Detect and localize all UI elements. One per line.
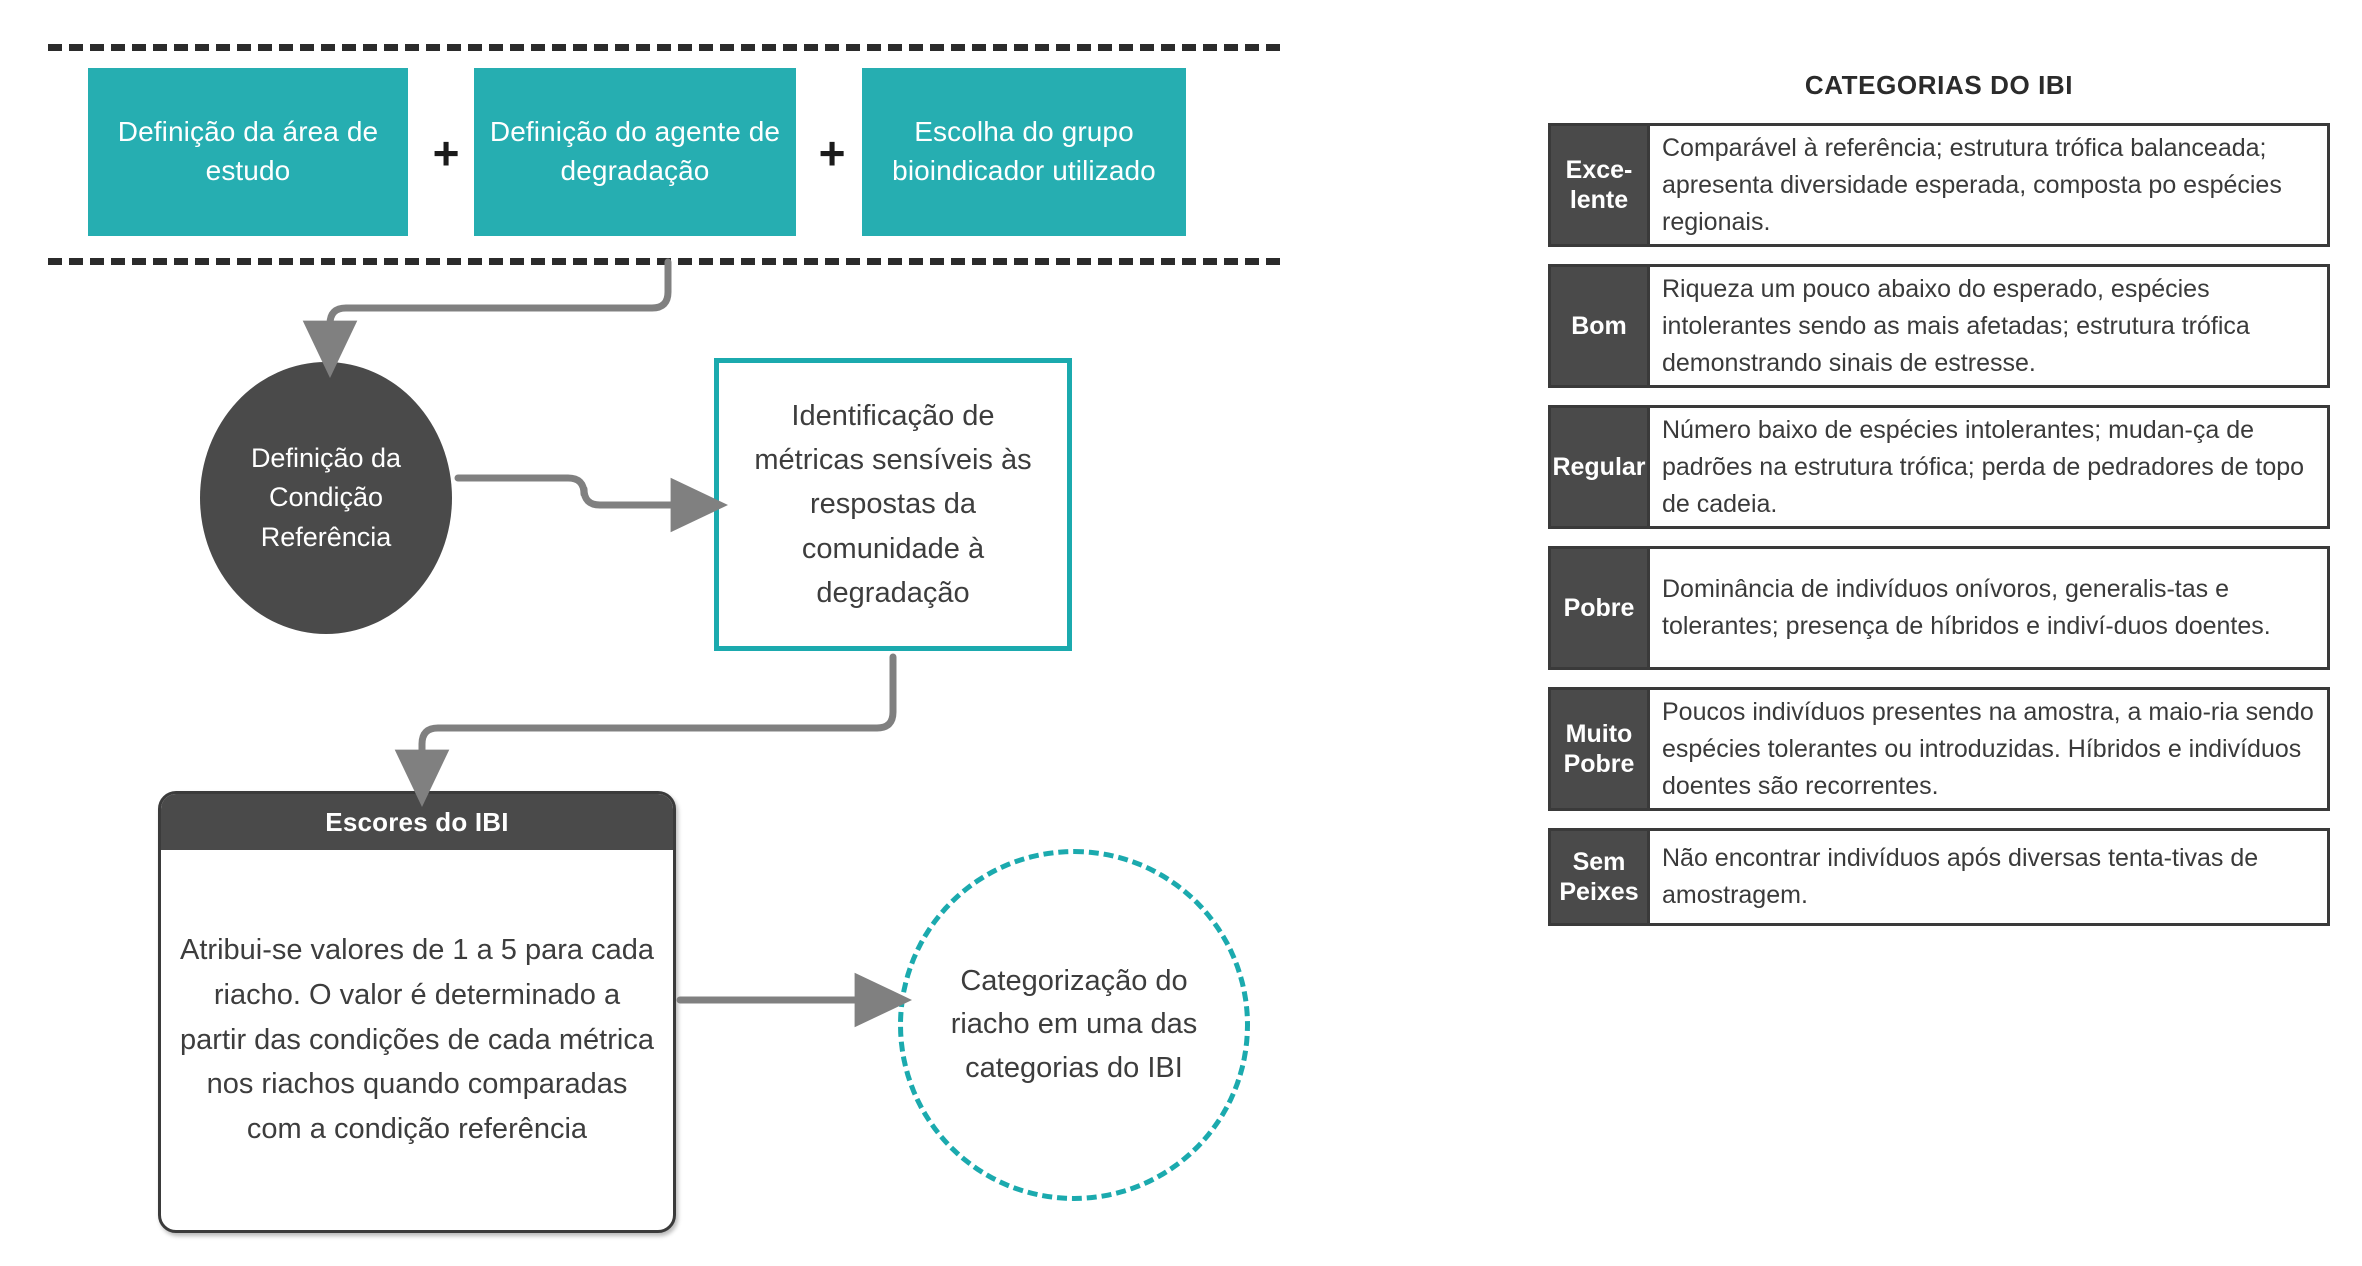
table-row: Regular Número baixo de espécies intoler… [1548, 405, 2330, 529]
card-ibi-scores-body: Atribui-se valores de 1 a 5 para cada ri… [180, 933, 654, 1146]
node-stream-categorization: Categorização do riacho em uma das categ… [898, 849, 1250, 1201]
ibi-categories-panel: CATEGORIAS DO IBI Exce-lente Comparável … [1548, 70, 2330, 943]
card-ibi-scores-title: Escores do IBI [161, 794, 673, 850]
node-reference-condition: Definição da Condição Referência [200, 362, 452, 634]
node-metrics-identification: Identificação de métricas sensíveis às r… [714, 358, 1072, 651]
table-row: Pobre Dominância de indivíduos onívoros,… [1548, 546, 2330, 670]
category-label: Bom [1551, 267, 1647, 385]
input-box-study-area: Definição da área de estudo [88, 68, 408, 236]
category-label: Exce-lente [1551, 126, 1647, 244]
category-description: Não encontrar indivíduos após diversas t… [1647, 831, 2327, 923]
table-row: Exce-lente Comparável à referência; estr… [1548, 123, 2330, 247]
category-label: Regular [1551, 408, 1647, 526]
plus-operator-1: + [432, 127, 460, 179]
connector-inputs-to-reference [302, 258, 672, 379]
card-ibi-scores: Escores do IBI Atribui-se valores de 1 a… [158, 791, 676, 1233]
input-box-degradation-agent: Definição do agente de degradação [474, 68, 796, 236]
dashed-rule-bottom [48, 258, 1280, 265]
category-description: Número baixo de espécies intolerantes; m… [1647, 408, 2327, 526]
plus-operator-2: + [818, 127, 846, 179]
category-label: Pobre [1551, 549, 1647, 667]
table-row: Bom Riqueza um pouco abaixo do esperado,… [1548, 264, 2330, 388]
category-description: Dominância de indivíduos onívoros, gener… [1647, 549, 2327, 667]
category-description: Comparável à referência; estrutura trófi… [1647, 126, 2327, 244]
category-description: Riqueza um pouco abaixo do esperado, esp… [1647, 267, 2327, 385]
ibi-categories-title: CATEGORIAS DO IBI [1804, 70, 2074, 100]
dashed-rule-top [48, 44, 1280, 51]
connector-reference-to-metrics [454, 474, 729, 533]
category-description: Poucos indivíduos presentes na amostra, … [1647, 690, 2327, 808]
input-box-bioindicator-group: Escolha do grupo bioindicador utilizado [862, 68, 1186, 236]
connector-metrics-to-scores [394, 653, 897, 808]
